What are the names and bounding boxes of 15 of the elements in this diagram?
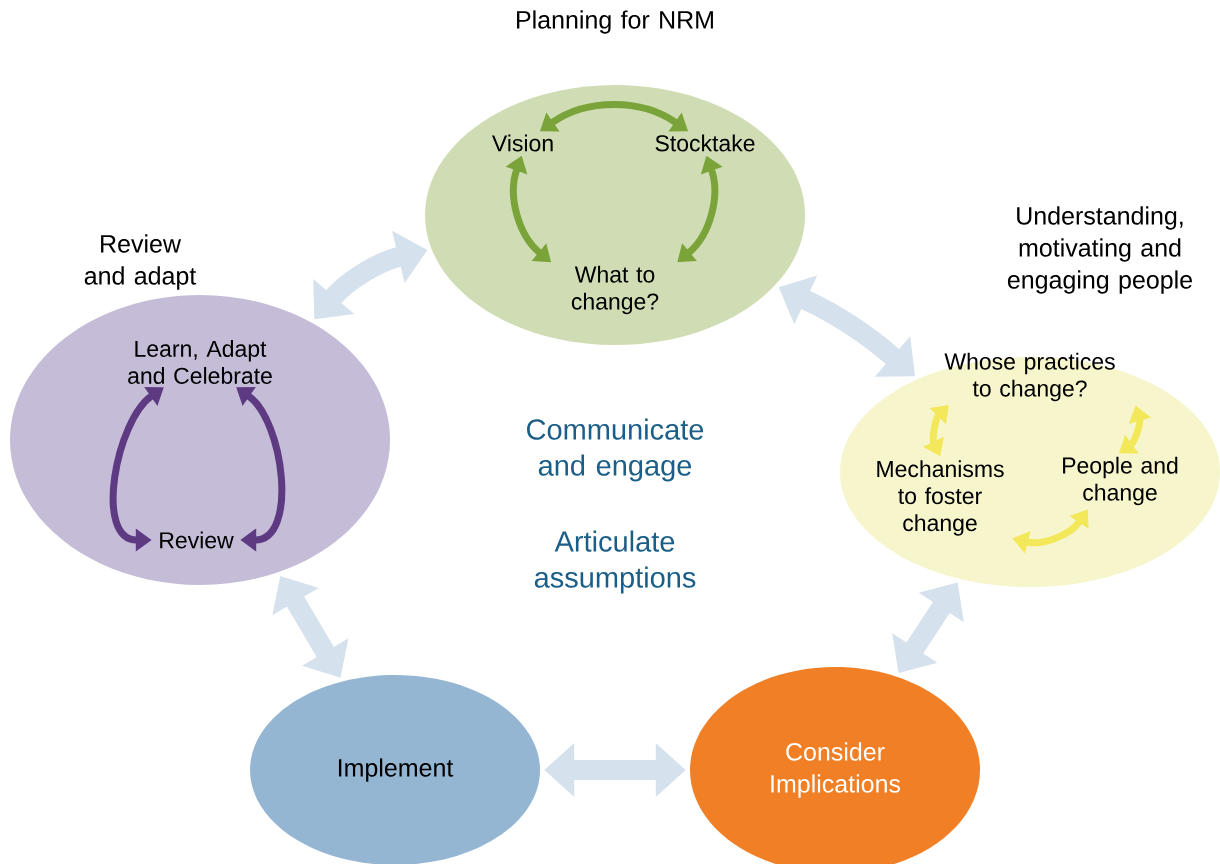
heading: Planning for NRM <box>517 10 713 34</box>
step-label: Learn, Adapt and Celebrate <box>128 340 272 384</box>
step-label: Whose practices to change? <box>944 352 1115 402</box>
ellipse-label: Consider Implications <box>771 742 901 798</box>
ellipse-label: Implement <box>338 758 454 782</box>
step-label: Vision <box>492 134 553 152</box>
step-label: Mechanisms to foster change <box>877 460 1004 536</box>
step-label: Review <box>160 531 234 549</box>
heading: Review and adapt <box>84 234 197 290</box>
heading: Understanding, motivating and engaging people <box>1007 206 1192 294</box>
step-label: People and change <box>1063 456 1178 506</box>
step-label: What to change? <box>571 265 659 315</box>
center-label: Articulate assumptions <box>534 530 696 594</box>
step-label: Stocktake <box>655 134 755 152</box>
center-label: Communicate and engage <box>527 418 704 482</box>
